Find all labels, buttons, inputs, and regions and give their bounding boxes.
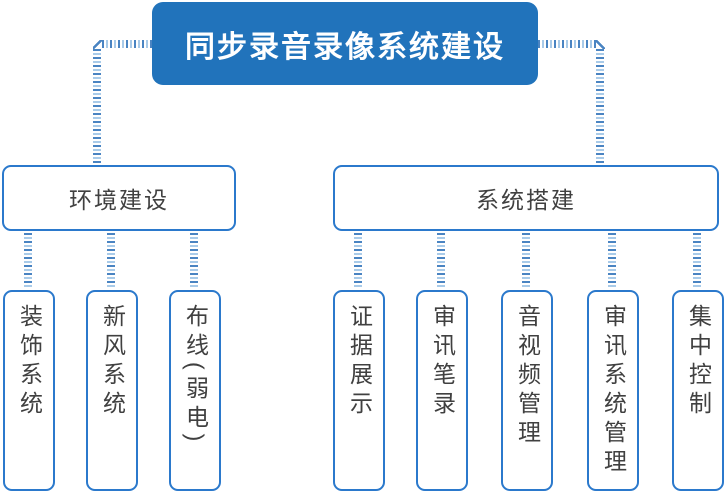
- leaf-centralized-control: 集中控制: [672, 290, 724, 491]
- branch-environment: 环境建设: [2, 165, 236, 231]
- leaf-evidence-display-label: 证据展示: [346, 304, 373, 420]
- leaf-fresh-air-system: 新风系统: [86, 290, 138, 491]
- leaf-av-management: 音视频管理: [501, 290, 553, 491]
- connector-sys-leaf-4: [608, 233, 616, 289]
- leaf-cabling: 布线(弱电): [169, 290, 221, 491]
- connector-sys-leaf-1: [354, 233, 362, 289]
- connector-env-leaf-3: [190, 233, 198, 289]
- leaf-decoration-system-label: 装饰系统: [16, 304, 43, 420]
- leaf-fresh-air-system-label: 新风系统: [99, 304, 126, 420]
- root-node: 同步录音录像系统建设: [152, 2, 538, 85]
- leaf-interrogation-record: 审讯笔录: [416, 290, 468, 491]
- leaf-decoration-system: 装饰系统: [3, 290, 55, 491]
- connector-root-left-horizontal: [102, 40, 152, 48]
- leaf-interrogation-system-management-label: 审讯系统管理: [600, 304, 627, 478]
- leaf-interrogation-record-label: 审讯笔录: [429, 304, 456, 420]
- connector-env-leaf-1: [24, 233, 32, 289]
- connector-root-right-vertical: [596, 49, 604, 163]
- connector-root-right-horizontal: [538, 40, 596, 48]
- connector-root-left-vertical: [93, 49, 101, 163]
- leaf-evidence-display: 证据展示: [333, 290, 385, 491]
- connector-corner-right: [596, 40, 605, 49]
- leaf-cabling-label: 布线(弱电): [182, 304, 209, 448]
- connector-sys-leaf-5: [693, 233, 701, 289]
- connector-sys-leaf-3: [522, 233, 530, 289]
- branch-system-label: 系统搭建: [476, 187, 576, 213]
- leaf-centralized-control-label: 集中控制: [685, 304, 712, 420]
- leaf-interrogation-system-management: 审讯系统管理: [587, 290, 639, 491]
- branch-environment-label: 环境建设: [69, 187, 169, 213]
- connector-corner-left: [93, 40, 102, 49]
- leaf-av-management-label: 音视频管理: [514, 304, 541, 449]
- branch-system: 系统搭建: [333, 165, 719, 231]
- connector-sys-leaf-2: [437, 233, 445, 289]
- connector-env-leaf-2: [107, 233, 115, 289]
- root-node-label: 同步录音录像系统建设: [185, 30, 505, 64]
